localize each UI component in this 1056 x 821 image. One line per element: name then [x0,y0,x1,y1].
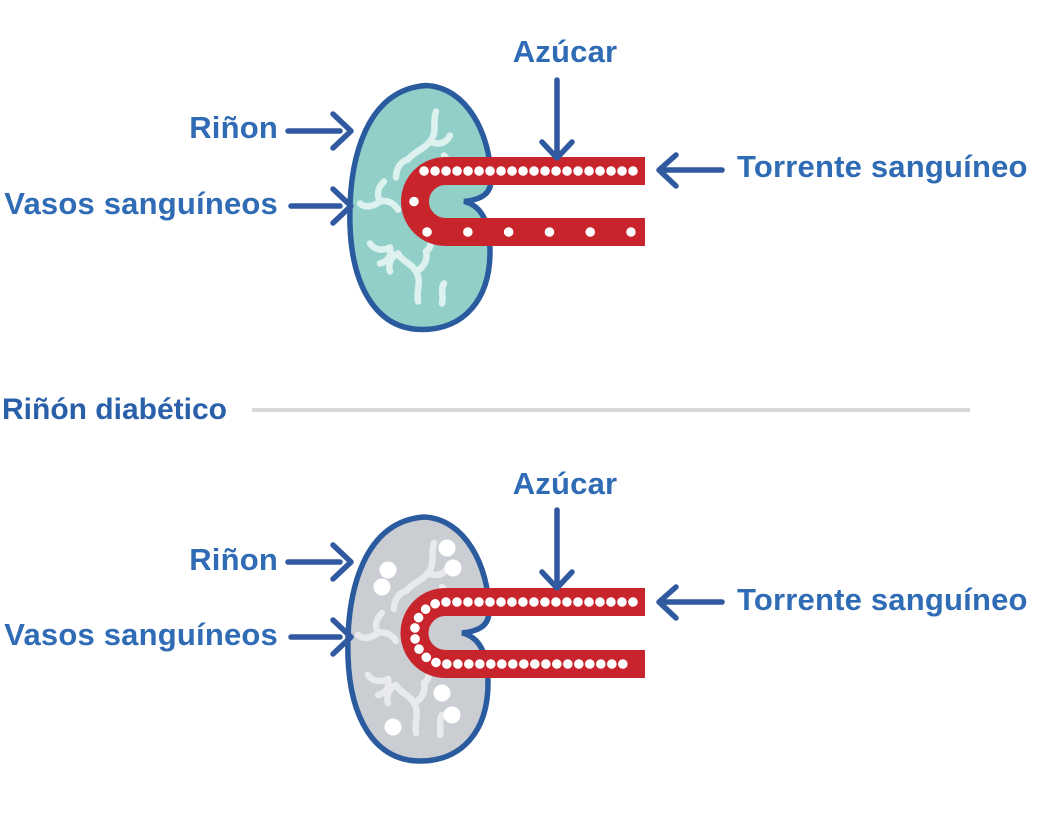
azucar-arrow-bottom-icon [539,507,575,591]
azucar-arrow-top-icon [539,77,575,161]
diabetic-kidney-figure [285,507,725,761]
rinon-label-top: Riñon [189,110,278,145]
azucar-label-top: Azúcar [512,34,618,69]
rinon-arrow-bottom-icon [285,542,354,582]
azucar-label-bottom: Azúcar [512,466,618,501]
vasos-label-bottom: Vasos sanguíneos [4,617,278,652]
diabetic-vessel-sugar-dots [409,597,638,669]
diabetic-kidney-interior-sugar-dots [373,539,462,736]
torrente-label-top: Torrente sanguíneo [737,149,1028,184]
torrente-arrow-bottom-icon [656,584,725,621]
rinon-arrow-top-icon [285,111,354,151]
healthy-kidney-figure [285,77,725,330]
vasos-arrow-bottom-icon [288,617,354,657]
diabetic-section-heading: Riñón diabético [2,393,227,426]
healthy-curve-sugar-dot [409,196,419,207]
torrente-arrow-top-icon [656,152,725,189]
rinon-label-bottom: Riñon [189,542,278,577]
vasos-label-top: Vasos sanguíneos [4,186,278,221]
torrente-label-bottom: Torrente sanguíneo [737,582,1028,617]
vasos-arrow-top-icon [288,186,354,226]
